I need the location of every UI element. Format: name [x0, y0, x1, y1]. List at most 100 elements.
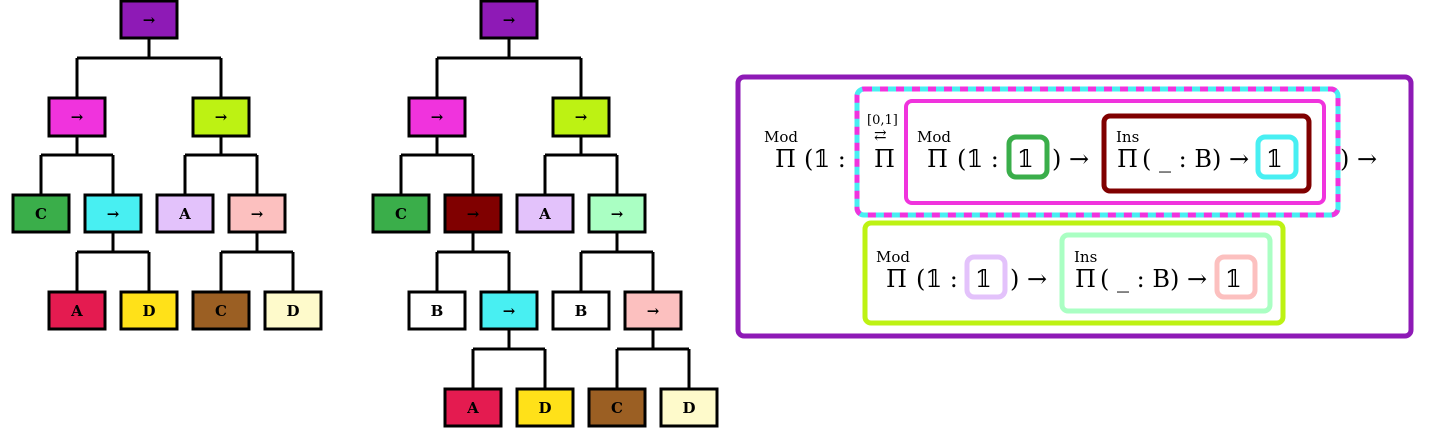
pi-symbol-6: Π	[1075, 265, 1096, 293]
left-leaf-c-node	[191, 290, 251, 331]
left-leaf-d2-node	[263, 290, 323, 331]
right-b-node	[407, 290, 467, 331]
mint-box	[1059, 232, 1273, 314]
right-leaf-d-node	[515, 387, 575, 428]
left-l1-right-node	[191, 96, 251, 138]
right-l1-right-label: →	[575, 108, 588, 126]
left-cyan-arrow-label: →	[107, 205, 120, 223]
right-leaf-a-node	[443, 387, 503, 428]
left-leaf-d2-label: D	[286, 302, 299, 320]
ins-arg-2: ( _ : B) →	[1100, 265, 1207, 293]
left-tree-edge	[219, 232, 295, 292]
left-tree-edge	[75, 38, 223, 98]
ins-superscript-1: Ins	[1116, 128, 1139, 146]
right-tree-edge	[399, 136, 475, 195]
left-pink-arrow-node	[227, 193, 287, 234]
right-leaf-d2-node	[659, 387, 719, 428]
left-pink-arrow-label: →	[251, 205, 264, 223]
right-tree-labels: → → → C → A → B → B → A D C D	[395, 11, 695, 417]
left-root-node	[119, 0, 179, 40]
interval-superscript: [0,1]	[867, 113, 898, 128]
close-arrow-2: ) →	[1340, 145, 1377, 173]
right-l1-left-node	[407, 96, 467, 138]
right-pink-arrow-node	[623, 290, 683, 331]
pink-unit-box	[1214, 254, 1258, 300]
left-tree-nodes	[11, 0, 323, 331]
left-tree-labels: → → → C → A → A D C D	[35, 11, 299, 320]
right-tree	[399, 38, 691, 389]
mod-superscript-1: Mod	[764, 128, 798, 146]
left-a-node	[155, 193, 215, 234]
swap-arrows-icon: ⇄	[874, 126, 887, 144]
right-pink-arrow-label: →	[647, 302, 660, 320]
pi-symbol-1: Π	[775, 145, 796, 173]
unit-green: 𝟙	[1017, 145, 1034, 173]
ins-arg-1: ( _ : B) →	[1142, 145, 1249, 173]
right-l1-left-label: →	[431, 108, 444, 126]
unit-colon-2: (𝟙 :	[957, 145, 999, 173]
left-tree-edge	[75, 232, 151, 292]
unit-colon-1: (𝟙 :	[804, 145, 846, 173]
close-arrow-1: ) →	[1052, 145, 1089, 173]
formula-panel: Mod Π (𝟙 : [0,1] ⇄ Π Mod Π (𝟙 : 𝟙 ) → In…	[735, 74, 1414, 339]
right-root-node	[479, 0, 539, 40]
left-cyan-arrow-node	[83, 193, 143, 234]
left-l1-left-label: →	[71, 108, 84, 126]
right-mint-arrow-node	[587, 193, 647, 234]
left-root-label: →	[143, 11, 156, 29]
right-b2-label: B	[575, 302, 588, 320]
right-leaf-a-label: A	[466, 399, 479, 417]
right-a-label: A	[538, 205, 551, 223]
right-b2-node	[551, 290, 611, 331]
right-tree-edge	[615, 329, 691, 389]
right-b-label: B	[431, 302, 444, 320]
right-l1-right-node	[551, 96, 611, 138]
pi-symbol-3: Π	[927, 145, 948, 173]
left-tree-edge	[39, 136, 115, 195]
right-maroon-arrow-node	[443, 193, 503, 234]
right-tree-edge	[435, 232, 511, 292]
left-c-label: C	[35, 205, 47, 223]
left-leaf-d-label: D	[142, 302, 155, 320]
pi-symbol-2: Π	[874, 145, 895, 173]
pi-symbol-5: Π	[886, 265, 907, 293]
right-cyan-arrow-label: →	[503, 302, 516, 320]
left-leaf-a-label: A	[70, 302, 83, 320]
ins-superscript-2: Ins	[1074, 248, 1097, 266]
magenta-box	[904, 99, 1326, 205]
left-c-node	[11, 193, 71, 234]
right-c-node	[371, 193, 431, 234]
outer-purple-box	[735, 74, 1414, 339]
lavender-unit-box	[964, 254, 1008, 300]
right-leaf-c-node	[587, 387, 647, 428]
right-leaf-c-label: C	[611, 399, 623, 417]
right-leaf-d-label: D	[538, 399, 551, 417]
unit-lavender: 𝟙	[975, 265, 992, 293]
right-mint-arrow-label: →	[611, 205, 624, 223]
right-tree-nodes	[371, 0, 719, 428]
dashed-box-magenta	[854, 86, 1341, 218]
pi-symbol-4: Π	[1117, 145, 1138, 173]
unit-pink: 𝟙	[1225, 265, 1242, 293]
mod-superscript-2: Mod	[917, 128, 951, 146]
left-leaf-a-node	[47, 290, 107, 331]
mod-superscript-3: Mod	[876, 248, 910, 266]
cyan-unit-box	[1255, 134, 1299, 180]
left-a-label: A	[178, 205, 191, 223]
left-leaf-c-label: C	[215, 302, 227, 320]
left-tree	[39, 38, 295, 292]
right-tree-edge	[435, 38, 583, 98]
unit-cyan: 𝟙	[1266, 145, 1283, 173]
right-cyan-arrow-node	[479, 290, 539, 331]
right-tree-edge	[579, 232, 655, 292]
left-tree-edge	[183, 136, 259, 195]
right-maroon-arrow-label: →	[467, 205, 480, 223]
left-l1-right-label: →	[215, 108, 228, 126]
right-c-label: C	[395, 205, 407, 223]
right-leaf-d2-label: D	[682, 399, 695, 417]
maroon-box	[1101, 113, 1312, 194]
right-a-node	[515, 193, 575, 234]
close-arrow-3: ) →	[1010, 265, 1047, 293]
right-tree-edge	[471, 329, 547, 389]
